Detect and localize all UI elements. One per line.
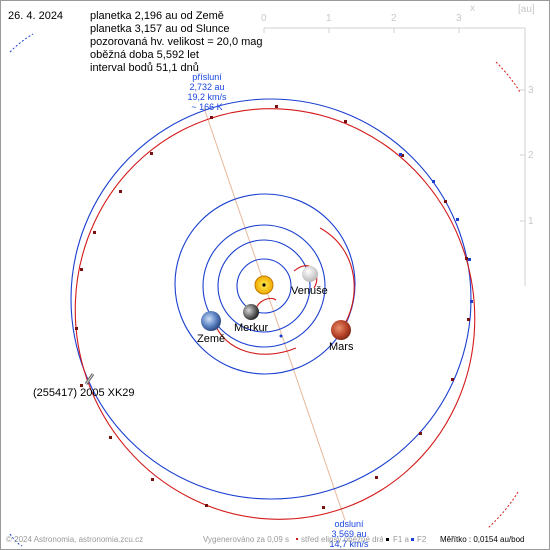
earth-track	[213, 321, 297, 355]
mercury-planet	[243, 304, 259, 320]
perihelion-title: přísluní	[192, 72, 222, 82]
info-panel: planetka 2,196 au od Země planetka 3,157…	[90, 10, 263, 75]
mercury-label: Merkur	[234, 322, 269, 334]
sun-center	[262, 283, 266, 287]
x-tick-2: 2	[391, 13, 397, 24]
legend-focus-2: F2	[417, 535, 427, 544]
distance-from-earth: planetka 2,196 au od Země	[90, 10, 224, 22]
aphelion-label: odsluní 3,569 au 14,7 km/s	[319, 519, 379, 549]
orbit-outer-lower-left	[9, 533, 23, 547]
perihelion-speed: 19,2 km/s	[187, 92, 227, 102]
venus-planet	[302, 266, 318, 282]
asteroid-orbit-points	[75, 105, 470, 509]
x-axis-label: x	[470, 3, 475, 14]
orbit-outer-upper-right	[495, 61, 521, 93]
jupiter-orbit-points	[399, 153, 473, 303]
earth-planet	[201, 311, 221, 331]
x-tick-0: 0	[261, 13, 267, 24]
scale-label: Měřítko : 0,0154 au/bod	[440, 535, 525, 544]
axes	[263, 27, 526, 286]
perihelion-temperature: ~ 166 K	[191, 102, 223, 112]
perihelion-label: přísluní 2,732 au 19,2 km/s ~ 166 K	[177, 72, 237, 112]
orbit-outer-upper-left	[9, 33, 34, 53]
asteroid-marker	[84, 373, 95, 385]
generated-time: Vygenerováno za 0,09 s	[203, 535, 289, 544]
footer-legend-markers	[296, 538, 414, 541]
apsidal-line	[203, 107, 346, 521]
orbit-venus	[217, 239, 311, 333]
unit-label: [au]	[518, 4, 535, 15]
aphelion-distance: 3,569 au	[331, 529, 367, 539]
x-tick-3: 3	[456, 13, 462, 24]
distance-from-sun: planetka 3,157 au od Slunce	[90, 23, 230, 35]
legend-focus-1: F1 a	[393, 535, 410, 544]
orbit-outer-lower-right	[487, 491, 519, 529]
earth-label: Země	[197, 333, 226, 345]
mars-planet	[331, 320, 351, 340]
y-tick-1: 1	[528, 216, 534, 227]
asteroid-label: (255417) 2005 XK29	[33, 387, 135, 399]
focus-point	[279, 334, 283, 338]
planet-orbits	[70, 98, 472, 500]
x-tick-1: 1	[326, 13, 332, 24]
copyright: © 2024 Astronomia, astronomia.zcu.cz	[6, 535, 144, 544]
aphelion-title: odsluní	[334, 519, 364, 529]
aphelion-speed: 14,7 km/s	[329, 539, 369, 549]
date-label: 26. 4. 2024	[8, 10, 64, 22]
orbital-period: oběžná doba 5,592 let	[90, 49, 199, 61]
venus-label: Venuše	[291, 285, 328, 297]
orbit-earth	[202, 224, 326, 348]
orbit-mercury	[236, 258, 292, 314]
mars-track	[319, 227, 355, 331]
legend-ellipse-center: střed elipsy oběžné dráhy planetky	[301, 535, 383, 544]
y-axis-ticks	[520, 89, 525, 222]
orbit-jupiter	[70, 98, 472, 500]
mars-label: Mars	[329, 341, 354, 353]
observed-magnitude: pozorovaná hv. velikost = 20,0 mag	[90, 36, 263, 48]
y-tick-3: 3	[528, 85, 534, 96]
point-interval: interval bodů 51,1 dnů	[90, 62, 199, 74]
x-axis-ticks	[263, 28, 460, 33]
y-tick-2: 2	[528, 150, 534, 161]
orbit-mars	[174, 193, 356, 375]
asteroid-orbit	[74, 108, 476, 520]
perihelion-distance: 2,732 au	[189, 82, 225, 92]
